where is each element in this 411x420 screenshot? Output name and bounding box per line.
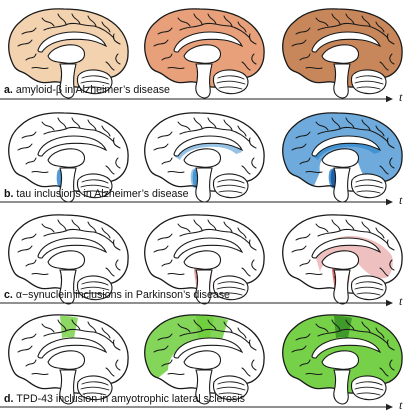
brain-panel-b-stage-3 <box>282 112 403 203</box>
caption-letter: a. <box>4 84 13 96</box>
brain-panel-c-stage-1 <box>8 214 129 305</box>
caption-c: c.α−synuclein inclusions in Parkinson’s … <box>4 289 230 301</box>
caption-b: b.tau inclusions in Alzheimer’s disease <box>4 188 189 200</box>
caption-letter: c. <box>4 289 13 301</box>
brain-panel-c-stage-2 <box>144 214 265 305</box>
limbic-region <box>312 140 380 189</box>
caption-letter: d. <box>4 393 13 405</box>
caption-a: a.amyloid-β in Alzheimer’s disease <box>4 84 170 96</box>
caption-text: amyloid-β in Alzheimer’s disease <box>16 84 170 96</box>
arrowhead-icon <box>386 299 393 307</box>
time-axis-label: t <box>399 398 403 412</box>
time-axis-label: t <box>399 90 403 104</box>
brain-panel-b-stage-1 <box>8 112 129 203</box>
brain-panel-a-stage-2 <box>144 8 265 99</box>
caption-text: α−synuclein inclusions in Parkinson’s di… <box>16 289 230 301</box>
arrowhead-icon <box>386 95 393 103</box>
caption-text: TPD-43 inclusion in amyotrophic lateral … <box>16 393 244 405</box>
brain-panel-d-stage-1 <box>8 314 129 405</box>
brain-panel-d-stage-2 <box>144 314 265 405</box>
brain-panel-a-stage-3 <box>282 8 403 99</box>
caption-letter: b. <box>4 188 13 200</box>
arrowhead-icon <box>386 198 393 206</box>
arrowhead-icon <box>386 403 393 411</box>
brain-panel-c-stage-3 <box>282 214 403 305</box>
time-axis-label: t <box>399 294 403 308</box>
brain-panel-d-stage-3 <box>282 314 403 405</box>
time-axis-label: t <box>399 193 403 207</box>
caption-d: d.TPD-43 inclusion in amyotrophic latera… <box>4 393 245 405</box>
brain-panel-a-stage-1 <box>8 8 129 99</box>
caption-text: tau inclusions in Alzheimer’s disease <box>16 188 188 200</box>
brain-panel-b-stage-2 <box>144 112 265 203</box>
limbic-region <box>174 140 242 189</box>
